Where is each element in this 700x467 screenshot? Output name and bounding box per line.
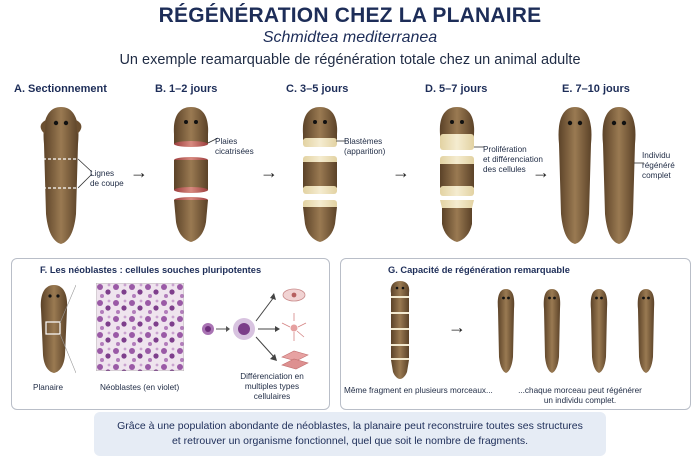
step-c-label: C. 3–5 jours: [286, 83, 349, 95]
differentiation-diagram: [202, 288, 309, 370]
worm-e-individual-2: [602, 107, 636, 244]
step-e-label: E. 7–10 jours: [562, 83, 630, 95]
step-a-label: A. Sectionnement: [14, 83, 107, 95]
panel-g-title: G. Capacité de régénération remarquable: [388, 265, 570, 275]
step-d-label: D. 5–7 jours: [425, 83, 488, 95]
worm-a-illustration: [38, 107, 84, 244]
page-title: RÉGÉNÉRATION CHEZ LA PLANAIRE: [158, 4, 542, 27]
individual-pointer: [634, 162, 644, 164]
regenerated-worm-3: [590, 289, 608, 373]
worm-c-fragments: [302, 107, 338, 242]
planaire-small: [40, 284, 76, 374]
blastema-pointer: [336, 140, 346, 142]
blastema-label: Blastèmes(apparition): [344, 137, 386, 156]
regenerated-worm-2: [543, 289, 561, 373]
species-name: Schmidtea mediterranea: [262, 29, 438, 46]
neoblast-tissue-view: [96, 283, 184, 371]
summary-line-2: et retrouver un organisme fonctionnel, q…: [171, 435, 529, 447]
summary-line-1: Grâce à une population abondante de néob…: [117, 420, 583, 432]
wound-pointer: [208, 137, 219, 144]
fragmented-worm: [390, 281, 410, 379]
regenerated-worm-1: [497, 289, 515, 373]
fragment-label: Même fragment en plusieurs morceaux...: [344, 386, 493, 395]
arrow-g: →: [448, 317, 466, 337]
planaire-label: Planaire: [33, 383, 64, 392]
worm-d-fragments: [439, 107, 475, 242]
panel-f-title: F. Les néoblastes : cellules souches plu…: [40, 265, 262, 275]
worm-b-fragments: [173, 107, 209, 242]
arrow-d-e: →: [532, 162, 550, 182]
cut-line-pointer: [78, 158, 93, 189]
step-b-label: B. 1–2 jours: [155, 83, 218, 95]
proliferation-pointer: [474, 146, 484, 148]
worm-e-individual-1: [558, 107, 592, 244]
regenerated-worm-4: [637, 289, 655, 373]
arrow-a-b: →: [130, 162, 148, 182]
arrow-b-c: →: [260, 162, 278, 182]
arrow-c-d: →: [392, 162, 410, 182]
summary-note: Grâce à une population abondante de néob…: [94, 412, 606, 456]
neoblast-label: Néoblastes (en violet): [100, 383, 180, 392]
tagline: Un exemple reamarquable de régénération …: [119, 52, 581, 68]
